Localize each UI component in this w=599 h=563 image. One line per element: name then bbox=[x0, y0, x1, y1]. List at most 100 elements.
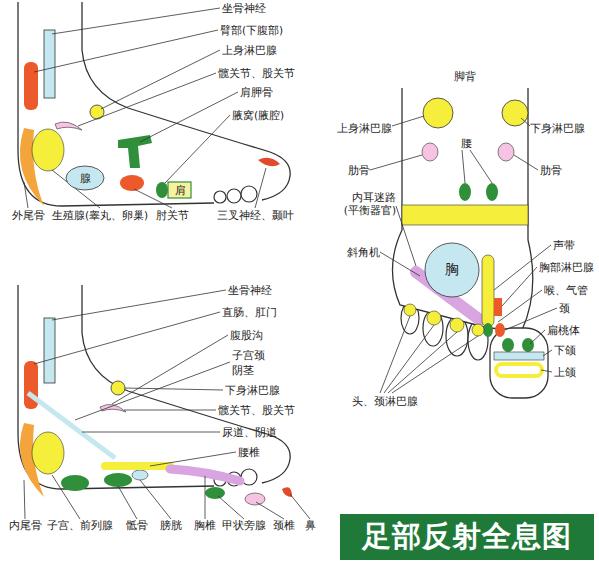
part-label: 颈 bbox=[559, 302, 570, 315]
part-label: 直肠、肛门 bbox=[222, 306, 277, 319]
zone-label: 腺 bbox=[80, 171, 91, 186]
zone-label: 胸 bbox=[445, 261, 459, 279]
elbow-zone bbox=[120, 175, 144, 191]
chest-lymph-zone bbox=[494, 298, 502, 316]
foot-outline bbox=[18, 2, 214, 206]
part-label: 肋骨 bbox=[540, 164, 562, 177]
lymph-zone bbox=[423, 98, 453, 128]
part-label: 阴茎 bbox=[232, 364, 254, 377]
part-label: 骶骨 bbox=[126, 519, 148, 532]
part-label: 臂部(下腹部) bbox=[220, 24, 283, 37]
toe bbox=[227, 189, 241, 203]
part-label: 子宫、前列腺 bbox=[47, 519, 113, 532]
part-label: 生殖腺(睾丸、卵巢) bbox=[52, 209, 148, 222]
part-label: 斜角机 bbox=[347, 246, 380, 259]
toe bbox=[241, 186, 257, 202]
top-foot bbox=[392, 88, 548, 398]
nose-zone bbox=[282, 487, 292, 497]
part-label: 外尾骨 bbox=[12, 209, 45, 222]
foot-outline bbox=[82, 285, 290, 483]
zone-shape bbox=[66, 166, 104, 190]
part-label: 下身淋巴腺 bbox=[225, 384, 280, 397]
part-label: 膀胱 bbox=[160, 519, 182, 532]
part-label: 腋窝(腋腔) bbox=[232, 109, 284, 122]
part-label: 尿道、阴道 bbox=[222, 426, 277, 439]
zone-text-box: 胸 bbox=[424, 242, 480, 298]
rib-zone bbox=[422, 143, 438, 161]
sacrum-zone bbox=[104, 473, 132, 487]
part-label: 肋骨 bbox=[348, 164, 370, 177]
parathyroid-zone bbox=[205, 487, 225, 499]
lymph-zone bbox=[502, 100, 528, 126]
throat-zone bbox=[483, 323, 493, 337]
cervical-zone bbox=[245, 493, 265, 505]
sciatic-zone bbox=[44, 318, 55, 383]
part-label: 子宫颈 bbox=[232, 349, 265, 362]
part-label: 腰椎 bbox=[238, 446, 260, 459]
hip-joint-zone bbox=[55, 122, 82, 130]
part-label: 三叉神经、颞叶 bbox=[217, 209, 294, 222]
part-label: 髋关节、股关节 bbox=[218, 404, 295, 417]
part-label: 头、颈淋巴腺 bbox=[352, 395, 418, 408]
head-lymph-zone bbox=[472, 324, 484, 336]
foot-outline bbox=[392, 88, 532, 330]
waist-zone bbox=[459, 183, 471, 201]
part-label: 坐骨神经 bbox=[222, 2, 266, 15]
part-label: 上颌 bbox=[554, 366, 576, 379]
part-label: 鼻 bbox=[305, 519, 316, 532]
zone-shape bbox=[425, 243, 479, 297]
jaw-zone bbox=[494, 352, 544, 360]
part-label: 坐骨神经 bbox=[228, 284, 272, 297]
tonsil-zone bbox=[502, 338, 514, 352]
foot-outline bbox=[18, 285, 214, 489]
uterus-zone bbox=[61, 475, 89, 491]
zone-shape bbox=[168, 182, 191, 198]
part-label: 腹股沟 bbox=[230, 329, 263, 342]
part-label: 喉、气管 bbox=[544, 284, 588, 297]
part-label: 下颌 bbox=[554, 344, 576, 357]
rib-zone bbox=[498, 143, 514, 161]
gland-zone: 腺 bbox=[65, 165, 105, 191]
zone-text-box: 腺 bbox=[65, 165, 105, 191]
part-label: 声带 bbox=[553, 239, 575, 252]
tonsil-zone bbox=[522, 338, 534, 352]
neck-zone bbox=[495, 323, 505, 337]
leader-lines bbox=[24, 8, 557, 519]
lumbar-zone bbox=[105, 462, 170, 470]
toe bbox=[214, 191, 226, 203]
chest-zone: 胸 bbox=[424, 242, 480, 298]
part-label: 上身淋巴腺 bbox=[337, 122, 392, 135]
head-lymph-zone bbox=[450, 318, 464, 332]
big-toe bbox=[490, 328, 548, 398]
part-label: 肘关节 bbox=[156, 209, 189, 222]
bladder-zone bbox=[132, 470, 148, 480]
part-label: 颈椎 bbox=[273, 519, 295, 532]
part-label: 肩胛骨 bbox=[240, 86, 273, 99]
zone-outline bbox=[156, 181, 192, 199]
vocal-zone bbox=[482, 255, 494, 327]
lymph-zone bbox=[111, 381, 125, 395]
trigeminal-zone bbox=[258, 158, 280, 167]
part-label: 上身淋巴腺 bbox=[222, 44, 277, 57]
zone-text-box: 肩 bbox=[156, 181, 192, 199]
scapula-zone bbox=[118, 135, 152, 168]
uterus-zone bbox=[32, 432, 64, 474]
diaphragm-band bbox=[402, 205, 528, 225]
waist-zone bbox=[486, 183, 498, 201]
chart-title: 足部反射全息图 bbox=[340, 514, 594, 560]
part-label: 髋关节、股关节 bbox=[218, 67, 295, 80]
shoulder-zone: 肩 bbox=[156, 181, 192, 199]
foot-outline bbox=[82, 2, 290, 200]
hip-zone bbox=[24, 62, 38, 110]
part-label: 胸部淋巴腺 bbox=[539, 261, 594, 274]
part-label: 胸椎 bbox=[194, 519, 216, 532]
zone-label: 肩 bbox=[175, 183, 186, 198]
part-label: 下身淋巴腺 bbox=[530, 122, 585, 135]
part-label: 扁桃体 bbox=[547, 324, 580, 337]
jaw-zone bbox=[496, 364, 542, 376]
title-box bbox=[340, 514, 594, 560]
part-label: 腰 bbox=[461, 137, 472, 150]
head-lymph-zone bbox=[404, 304, 416, 316]
